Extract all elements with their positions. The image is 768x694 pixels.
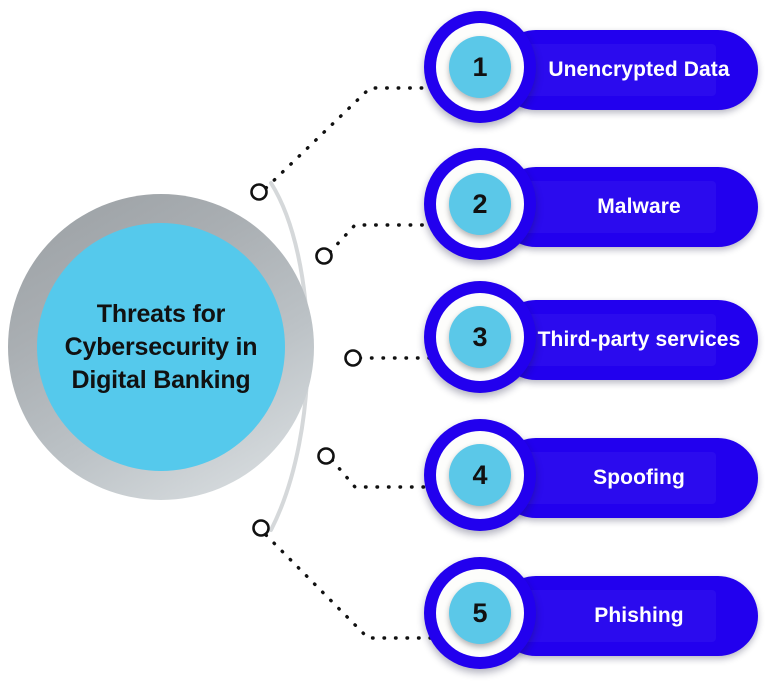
threat-pill-5[interactable]: Phishing xyxy=(496,576,758,656)
hub-core-circle: Threats for Cybersecurity in Digital Ban… xyxy=(37,223,285,471)
connector-line-5 xyxy=(264,533,450,640)
threat-pill-3[interactable]: Third-party services xyxy=(496,300,758,380)
threat-item-3[interactable]: Third-party services 3 xyxy=(424,281,764,399)
connector-node-1 xyxy=(250,183,268,201)
threat-label-5: Phishing xyxy=(594,603,684,627)
page-title: Threats for Cybersecurity in Digital Ban… xyxy=(46,298,276,397)
threat-number-2: 2 xyxy=(449,173,511,235)
pill-inner-highlight-2 xyxy=(510,181,716,233)
central-hub: Threats for Cybersecurity in Digital Ban… xyxy=(8,194,314,500)
threat-item-1[interactable]: Unencrypted Data 1 xyxy=(424,11,764,129)
pill-inner-highlight-3 xyxy=(510,314,716,366)
threat-badge-2[interactable]: 2 xyxy=(424,148,536,260)
threat-pill-4[interactable]: Spoofing xyxy=(496,438,758,518)
threat-badge-3[interactable]: 3 xyxy=(424,281,536,393)
threat-number-1: 1 xyxy=(449,36,511,98)
connector-line-1 xyxy=(264,86,450,190)
threat-number-3: 3 xyxy=(449,306,511,368)
threat-item-2[interactable]: Malware 2 xyxy=(424,148,764,266)
threat-number-5: 5 xyxy=(449,582,511,644)
connector-node-2 xyxy=(315,247,333,265)
threat-label-3: Third-party services xyxy=(537,327,741,351)
threat-badge-4[interactable]: 4 xyxy=(424,419,536,531)
connector-node-3 xyxy=(344,349,362,367)
threat-item-4[interactable]: Spoofing 4 xyxy=(424,419,764,537)
threat-label-4: Spoofing xyxy=(593,465,685,489)
hub-title-line-1: Threats for xyxy=(96,299,226,328)
hub-title-line-3: Digital Banking xyxy=(71,365,251,394)
pill-inner-highlight-5 xyxy=(510,590,716,642)
threat-badge-5[interactable]: 5 xyxy=(424,557,536,669)
connector-node-4 xyxy=(317,447,335,465)
hub-title-line-2: Cybersecurity in xyxy=(64,332,258,361)
threat-item-5[interactable]: Phishing 5 xyxy=(424,557,764,675)
threat-pill-2[interactable]: Malware xyxy=(496,167,758,247)
pill-inner-highlight-4 xyxy=(510,452,716,504)
threat-label-2: Malware xyxy=(597,194,681,218)
connector-line-4 xyxy=(330,458,450,489)
threat-number-4: 4 xyxy=(449,444,511,506)
connector-node-5 xyxy=(252,519,270,537)
connector-line-2 xyxy=(328,223,450,254)
threat-badge-1[interactable]: 1 xyxy=(424,11,536,123)
pill-inner-highlight-1 xyxy=(510,44,716,96)
threat-pill-1[interactable]: Unencrypted Data xyxy=(496,30,758,110)
threat-label-1: Unencrypted Data xyxy=(548,57,730,81)
